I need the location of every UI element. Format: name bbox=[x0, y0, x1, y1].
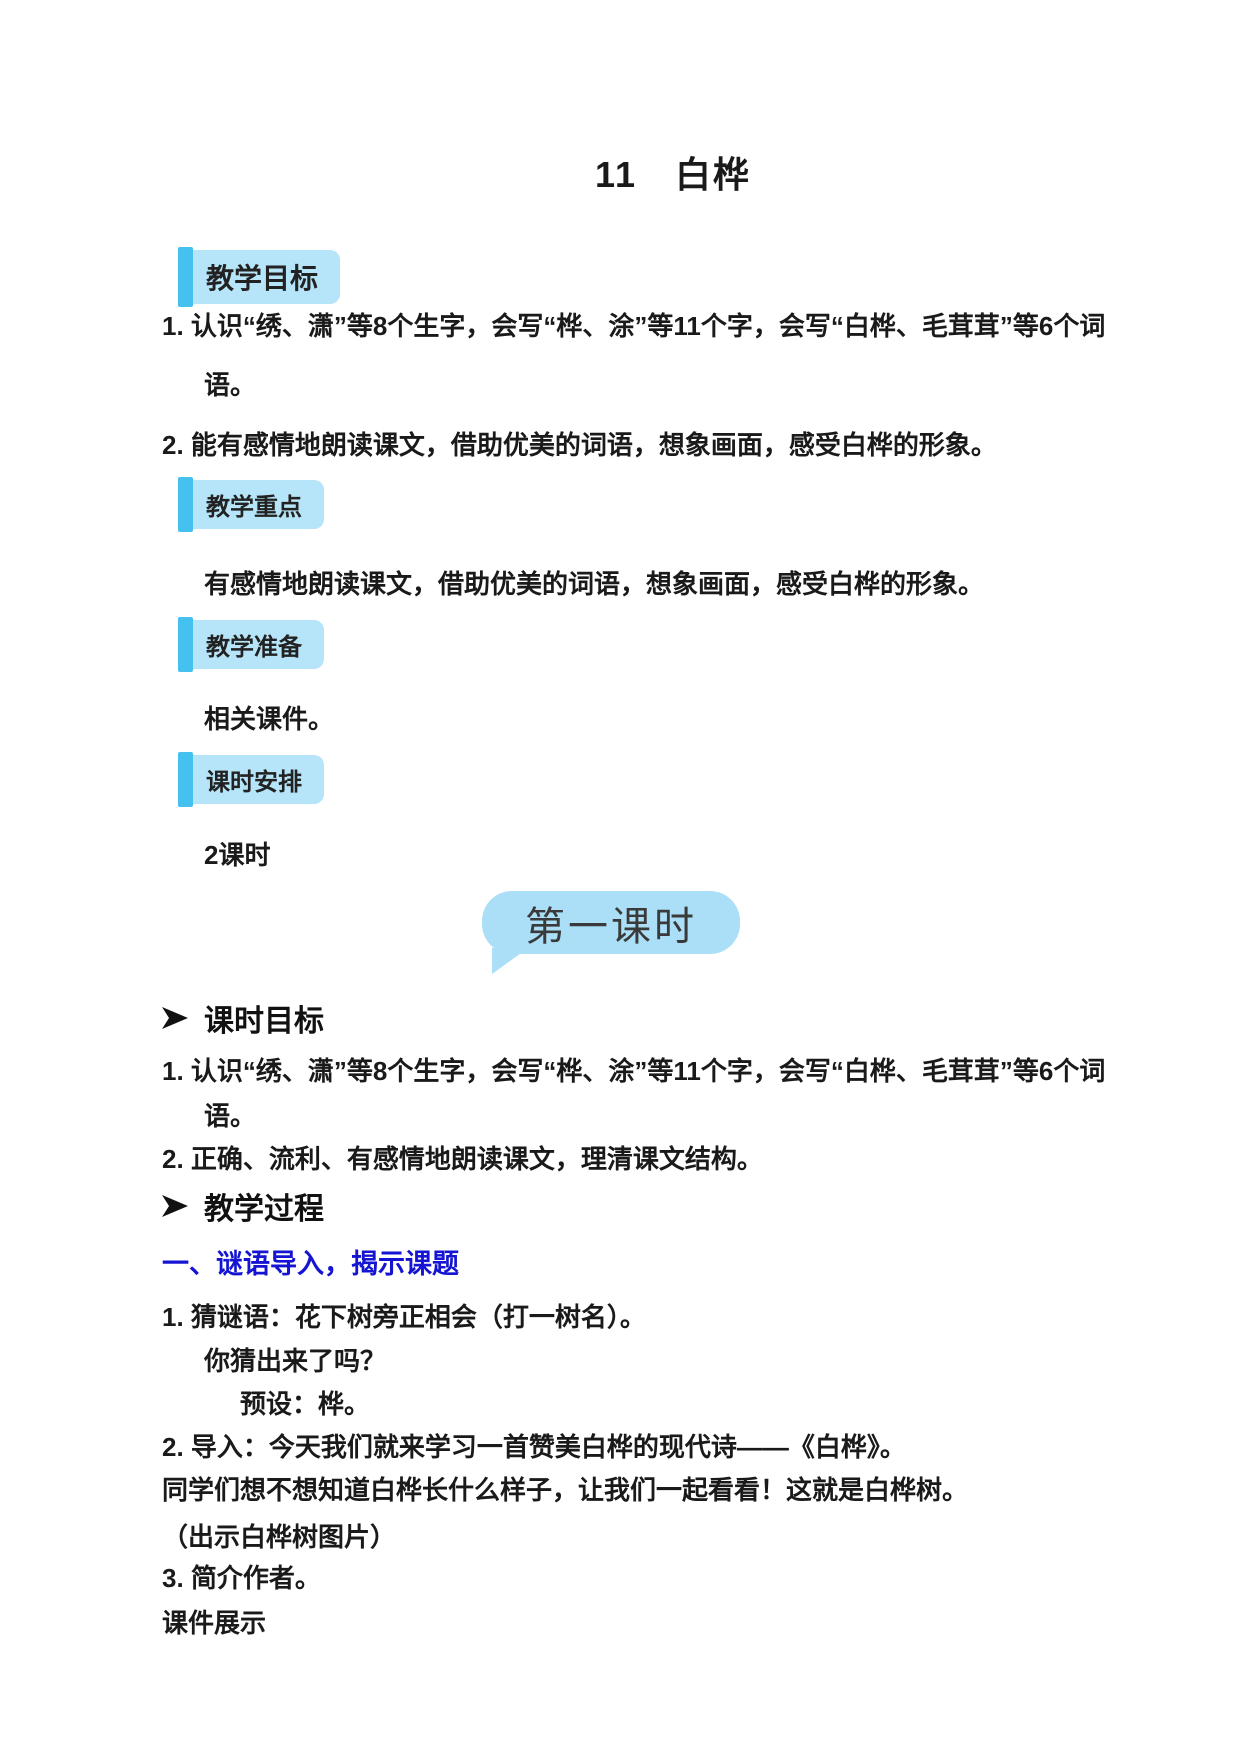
teaching-process-heading: 教学过程 bbox=[162, 1184, 1184, 1228]
process-line: （出示白桦树图片） bbox=[162, 1522, 397, 1552]
process-line: 课件展示 bbox=[162, 1608, 267, 1638]
teaching-process-heading-label: 教学过程 bbox=[204, 1193, 324, 1226]
lesson-one-bubble: 第一课时 bbox=[482, 891, 740, 974]
process-line: 3. 简介作者。 bbox=[162, 1563, 321, 1593]
lesson-goals-heading-label: 课时目标 bbox=[204, 1005, 324, 1038]
badge-schedule: 课时安排 bbox=[178, 752, 324, 807]
process-line: 你猜出来了吗？ bbox=[204, 1346, 387, 1376]
goals-item1-line2: 语。 bbox=[204, 370, 257, 400]
lesson-goal1-line1: 1. 认识“绣、潇”等8个生字，会写“桦、涂”等11个字，会写“白桦、毛茸茸”等… bbox=[162, 1056, 1106, 1086]
goals-item1-line1: 1. 认识“绣、潇”等8个生字，会写“桦、涂”等11个字，会写“白桦、毛茸茸”等… bbox=[162, 311, 1106, 341]
badge-key-points: 教学重点 bbox=[178, 477, 324, 532]
process-line: 1. 猜谜语：花下树旁正相会（打一树名）。 bbox=[162, 1302, 646, 1332]
badge-preparation: 教学准备 bbox=[178, 617, 324, 672]
lesson-one-bubble-body: 第一课时 bbox=[482, 891, 740, 974]
badge-schedule-label: 课时安排 bbox=[206, 769, 302, 796]
arrowhead-icon bbox=[162, 1005, 188, 1031]
process-line: 同学们想不想知道白桦长什么样子，让我们一起看看！这就是白桦树。 bbox=[162, 1475, 969, 1505]
process-step1-title: 一、谜语导入，揭示课题 bbox=[162, 1249, 459, 1279]
lesson-goals-heading: 课时目标 bbox=[162, 996, 1184, 1040]
badge-key-points-label: 教学重点 bbox=[206, 494, 302, 521]
badge-preparation-label: 教学准备 bbox=[206, 634, 302, 661]
badge-teaching-goals: 教学目标 bbox=[178, 247, 341, 307]
preparation-text: 相关课件。 bbox=[204, 704, 335, 734]
lesson-goal2: 2. 正确、流利、有感情地朗读课文，理清课文结构。 bbox=[162, 1144, 763, 1174]
speech-bubble-tail bbox=[492, 948, 528, 974]
key-points-text: 有感情地朗读课文，借助优美的词语，想象画面，感受白桦的形象。 bbox=[204, 569, 985, 599]
page-title: 11 白桦 bbox=[594, 154, 752, 195]
goals-item2: 2. 能有感情地朗读课文，借助优美的词语，想象画面，感受白桦的形象。 bbox=[162, 430, 997, 460]
badge-teaching-goals-label: 教学目标 bbox=[206, 263, 319, 294]
lesson-goal1-line2: 语。 bbox=[204, 1101, 257, 1131]
lesson-one-bubble-label: 第一课时 bbox=[525, 904, 697, 949]
process-line: 预设：桦。 bbox=[240, 1389, 371, 1419]
process-line: 2. 导入：今天我们就来学习一首赞美白桦的现代诗——《白桦》。 bbox=[162, 1432, 906, 1462]
schedule-text: 2课时 bbox=[204, 840, 271, 870]
arrowhead-icon bbox=[162, 1193, 188, 1219]
